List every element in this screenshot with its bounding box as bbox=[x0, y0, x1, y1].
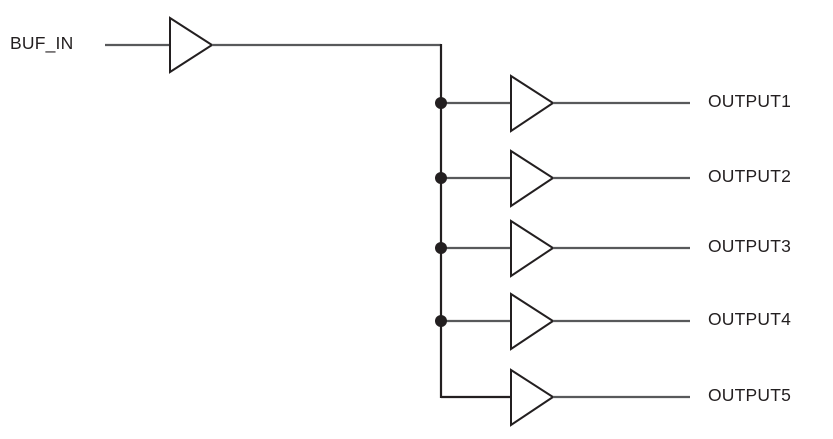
junction-dot-2 bbox=[435, 172, 447, 184]
input-net-label: BUF_IN bbox=[10, 33, 74, 53]
output-buffer-5-icon[interactable] bbox=[510, 368, 555, 427]
junction-dot-1 bbox=[435, 97, 447, 109]
output-buffer-3-icon[interactable] bbox=[510, 219, 555, 278]
input-buffer-icon[interactable] bbox=[169, 16, 214, 74]
output-net-label-4: OUTPUT4 bbox=[708, 309, 792, 329]
output-buffer-2-icon[interactable] bbox=[510, 149, 555, 208]
output-net-label-3: OUTPUT3 bbox=[708, 236, 792, 256]
output-net-label-5: OUTPUT5 bbox=[708, 385, 792, 405]
output-net-label-2: OUTPUT2 bbox=[708, 166, 792, 186]
output-buffer-1-icon[interactable] bbox=[510, 74, 555, 133]
junction-dot-4 bbox=[435, 315, 447, 327]
output-buffer-4-icon[interactable] bbox=[510, 292, 555, 351]
junction-dot-3 bbox=[435, 242, 447, 254]
output-net-label-1: OUTPUT1 bbox=[708, 91, 792, 111]
